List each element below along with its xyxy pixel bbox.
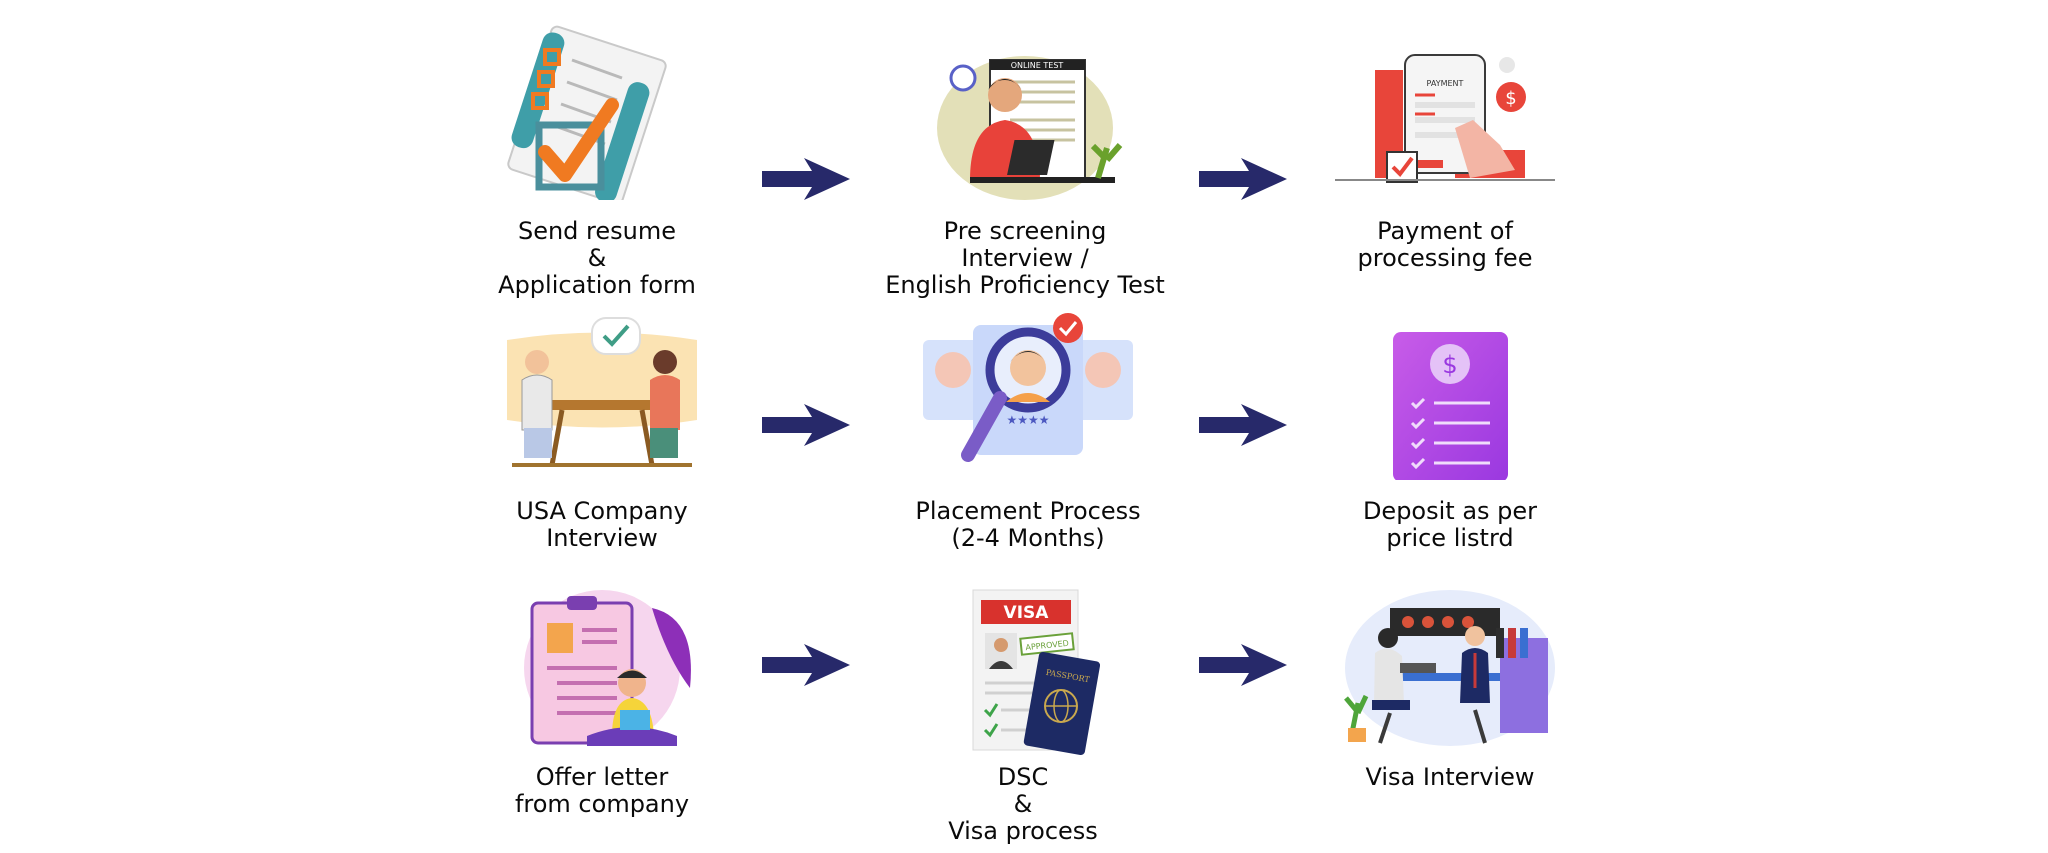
svg-text:ONLINE TEST: ONLINE TEST xyxy=(1011,61,1064,70)
arrow-right-icon xyxy=(760,642,852,688)
interview-meeting-icon xyxy=(452,300,752,480)
step-label: Placement Process (2-4 Months) xyxy=(915,497,1141,552)
candidate-search-icon: ★★★★ xyxy=(878,300,1178,480)
svg-text:$: $ xyxy=(1505,88,1516,109)
visa-passport-icon: VISA APPROVED PASSPORT xyxy=(873,578,1173,758)
arrow-right-icon xyxy=(1197,642,1289,688)
step-label: USA Company Interview xyxy=(516,497,688,552)
step-label: Visa Interview xyxy=(1365,763,1535,791)
svg-text:VISA: VISA xyxy=(1004,603,1050,623)
arrow-right-icon xyxy=(1197,402,1289,448)
step-label: Payment of processing fee xyxy=(1357,217,1533,272)
arrow-right-icon xyxy=(760,156,852,202)
svg-text:PAYMENT: PAYMENT xyxy=(1427,79,1464,88)
step-label: Offer letter from company xyxy=(514,763,690,818)
step-label: Pre screening Interview / English Profic… xyxy=(885,217,1165,299)
arrow-right-icon xyxy=(760,402,852,448)
step-label: DSC & Visa process xyxy=(948,763,1098,845)
svg-text:$: $ xyxy=(1442,351,1457,379)
mobile-payment-icon: PAYMENT $ xyxy=(1295,20,1595,200)
online-test-icon: ONLINE TEST xyxy=(875,20,1175,200)
svg-text:★★★★: ★★★★ xyxy=(1006,413,1049,427)
offer-letter-clipboard-icon xyxy=(452,578,752,758)
visa-interview-desk-icon xyxy=(1300,578,1600,758)
checklist-document-icon xyxy=(447,20,747,200)
arrow-right-icon xyxy=(1197,156,1289,202)
dollar-invoice-icon: $ xyxy=(1300,300,1600,480)
step-label: Deposit as per price listrd xyxy=(1362,497,1538,552)
step-label: Send resume & Application form xyxy=(498,217,696,299)
